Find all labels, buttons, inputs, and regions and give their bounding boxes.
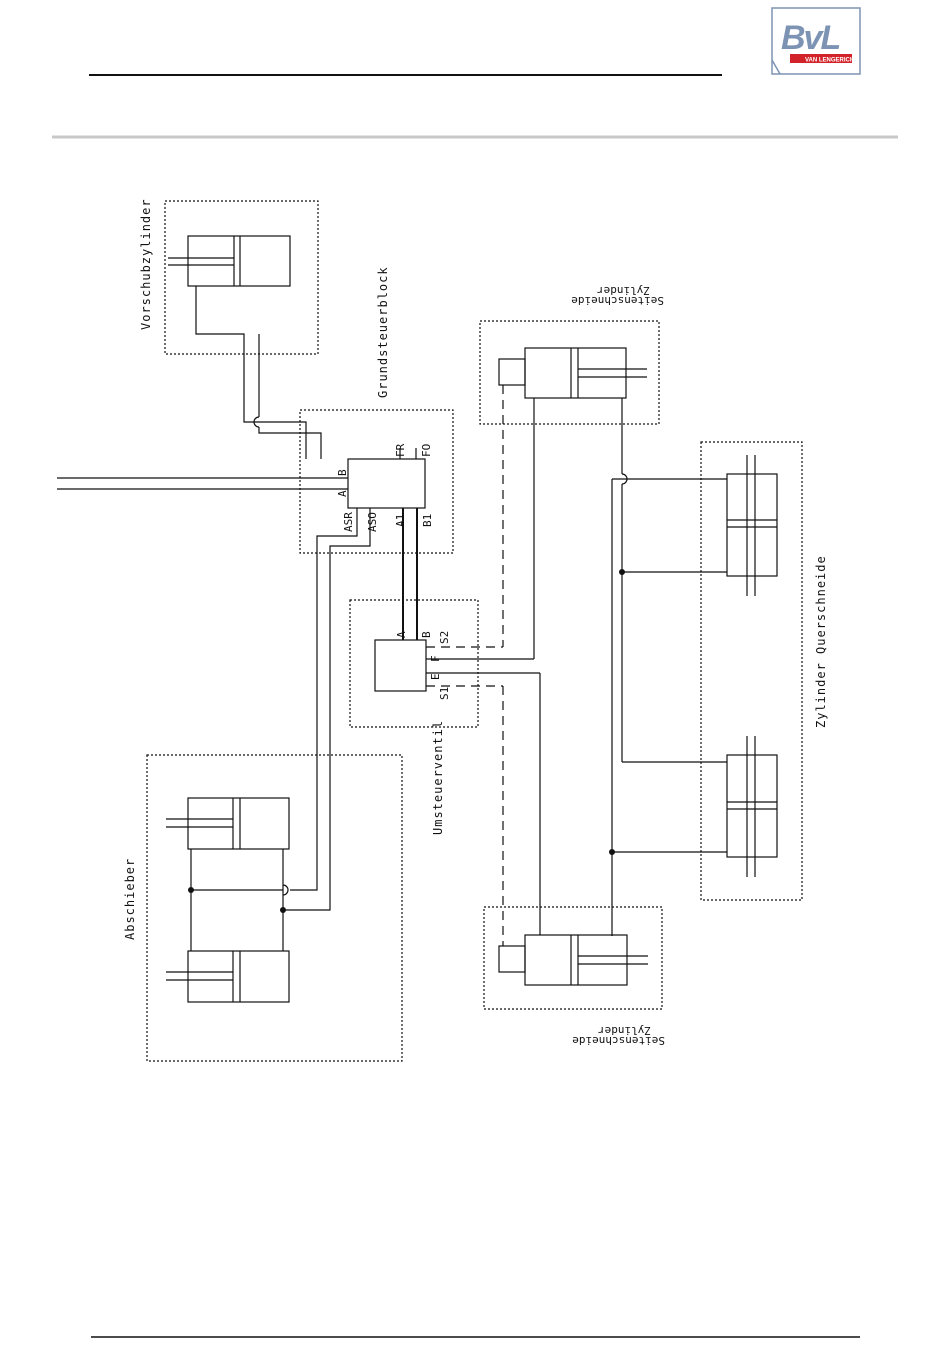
seitenschneide-top-group — [480, 321, 659, 659]
seiten-bottom-boundary — [484, 907, 662, 1009]
port-uv-a: A — [395, 631, 408, 638]
abschieber-cylinder-bottom — [188, 951, 289, 1002]
label-seiten-top-2: Seitenschneide — [571, 294, 664, 307]
quer-junction-2 — [609, 849, 615, 855]
company-logo: BvL VAN LENGERICH — [772, 8, 860, 74]
seiten-top-cylinder — [525, 348, 626, 398]
abschieber-group — [147, 755, 402, 1061]
seiten-bottom-sensor — [499, 946, 525, 972]
umsteuerventil-group — [350, 600, 540, 727]
port-uv-f: F — [429, 655, 442, 662]
abschieber-cylinder-top — [188, 798, 289, 849]
quer-cylinder-top — [727, 474, 777, 576]
port-uv-b: B — [420, 631, 433, 638]
port-uv-s2: S2 — [438, 631, 451, 644]
label-seiten-bottom-2: Seitenschneide — [572, 1034, 665, 1047]
logo-mark: BvL — [781, 19, 839, 57]
abschieber-junction-1 — [188, 887, 194, 893]
label-querschneide: Zylinder Querschneide — [814, 555, 828, 728]
label-vorschubzylinder: Vorschubzylinder — [139, 198, 153, 330]
umsteuer-valve — [375, 640, 426, 691]
port-gs-a: A — [336, 490, 349, 497]
port-gs-b: B — [336, 469, 349, 476]
port-gs-a1: A1 — [394, 514, 407, 527]
quer-cylinder-bottom — [727, 755, 777, 857]
querschneide-group — [612, 442, 802, 936]
abschieber-junction-2 — [280, 907, 286, 913]
port-gs-fo: FO — [420, 444, 433, 457]
port-gs-aso: ASO — [366, 512, 379, 532]
label-grundsteuerblock: Grundsteuerblock — [376, 266, 390, 398]
line-aso — [283, 508, 370, 910]
seiten-top-sensor — [499, 359, 525, 385]
port-uv-s1: S1 — [438, 687, 451, 700]
umsteuer-boundary — [350, 600, 478, 727]
vorschub-cylinder — [188, 236, 290, 286]
port-uv-e: E — [429, 673, 442, 680]
seiten-top-boundary — [480, 321, 659, 424]
grundsteuerblock-group — [57, 410, 453, 910]
abschieber-boundary — [147, 755, 402, 1061]
logo-tagline: VAN LENGERICH — [805, 58, 854, 64]
port-gs-b1: B1 — [421, 514, 434, 527]
seitenschneide-bottom-group — [484, 673, 662, 1009]
label-abschieber: Abschieber — [123, 858, 137, 940]
port-gs-fr: FR — [394, 443, 407, 457]
port-gs-asr: ASR — [342, 512, 355, 532]
seiten-bottom-cylinder — [525, 935, 627, 985]
quer-boundary — [701, 442, 802, 900]
label-umsteuerventil: Umsteuerventil — [431, 720, 445, 835]
quer-junction-1 — [619, 569, 625, 575]
grundsteuer-block — [348, 459, 425, 508]
line-asr — [290, 508, 357, 890]
vorschubzylinder-group — [165, 201, 321, 459]
